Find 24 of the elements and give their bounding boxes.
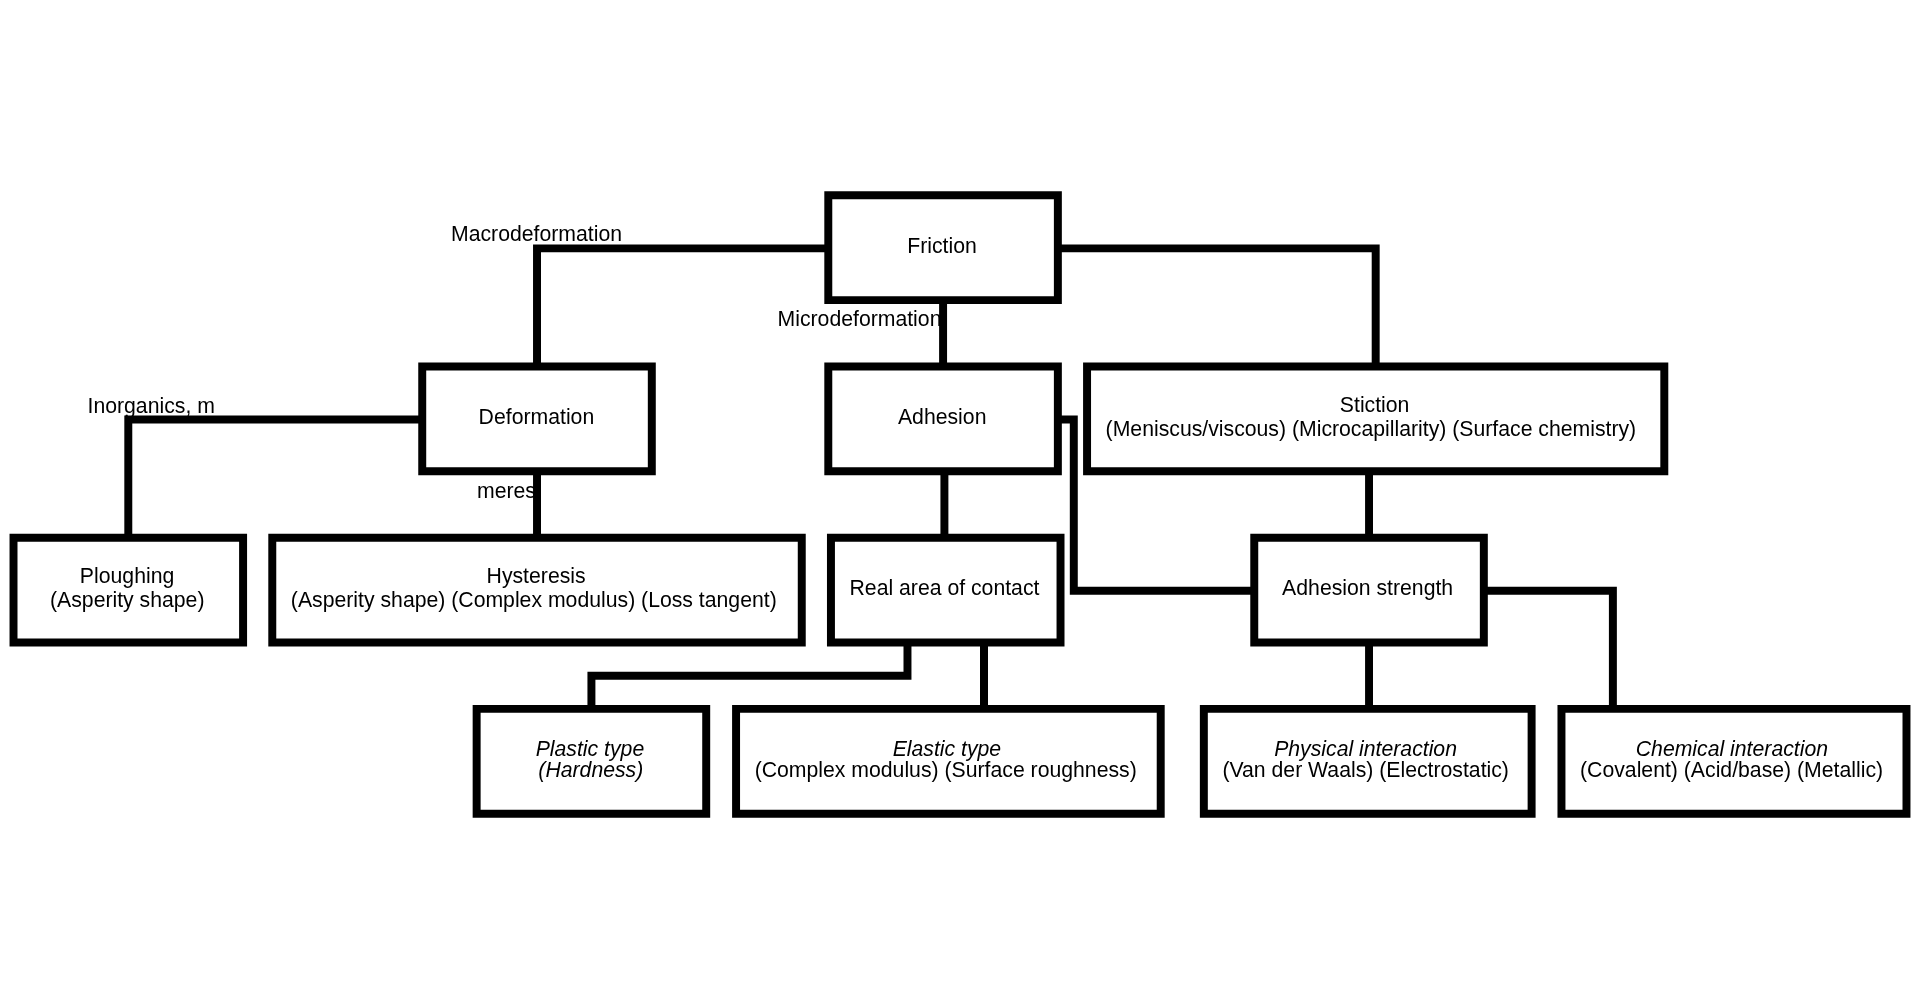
connector [1484, 586, 1617, 709]
node-box: Stiction (Meniscus/viscous) (Microcapillarity) (Surface chemistry) [1083, 362, 1669, 475]
edge-label: Inorganics, m [87, 393, 215, 417]
connector [940, 471, 949, 537]
node-box: Ploughing (Asperity shape) [9, 533, 248, 646]
connector [1365, 642, 1374, 708]
node-box: Friction [824, 190, 1062, 304]
node-box: Physical interaction (Van der Waals) (Electrostatic) [1199, 704, 1536, 818]
node-box: Plastic type (Hardness) [472, 704, 711, 818]
connector [980, 642, 988, 708]
node-box: Chemical interaction (Covalent) (Acid/base) (Metallic) [1557, 704, 1911, 818]
connector [1365, 471, 1374, 537]
node-box: Hysteresis (Asperity shape) (Complex modulus) (Loss tangent) [268, 533, 806, 646]
connector [533, 471, 541, 537]
node-box: Adhesion [824, 362, 1062, 475]
node-box: Real area of contact [826, 533, 1065, 646]
connector [939, 300, 948, 366]
edge-label: Macrodeformation [451, 221, 623, 245]
connector [533, 243, 828, 366]
node-box: Deformation [418, 362, 656, 475]
connector [1058, 415, 1255, 595]
connector [587, 642, 912, 709]
node-box: Elastic type (Complex modulus) (Surface roughness) [732, 704, 1165, 818]
node-box: Adhesion strength [1250, 533, 1488, 646]
